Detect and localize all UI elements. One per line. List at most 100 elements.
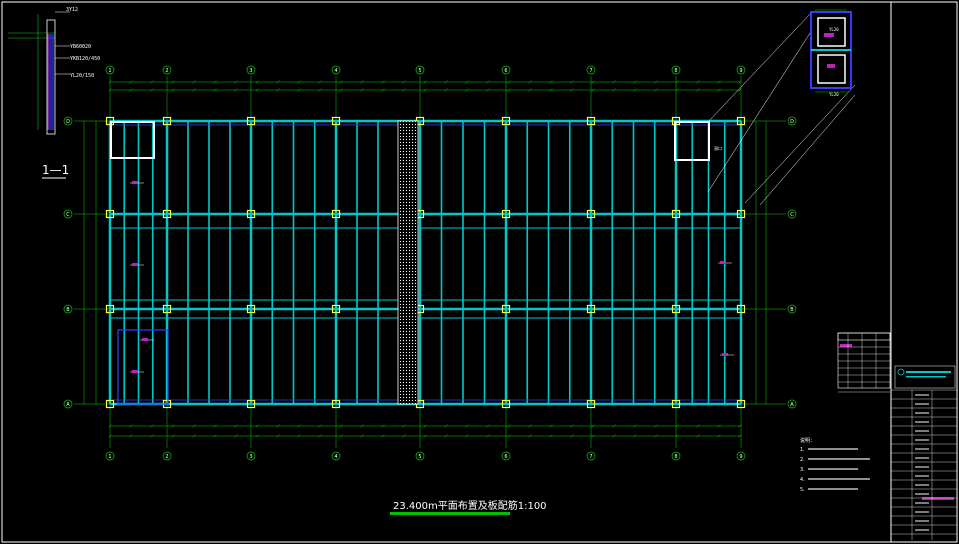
note-5: 5. (800, 487, 805, 493)
column (331, 399, 341, 409)
grid-bubble (415, 65, 425, 75)
column (501, 209, 511, 219)
column (671, 399, 681, 409)
grid-bubble-label: 8 (674, 454, 677, 460)
grid-bubble (63, 304, 73, 314)
column (586, 399, 596, 409)
grid-bubble-label: 2 (165, 454, 168, 460)
grid-bubble (63, 209, 73, 219)
opening-left (110, 121, 155, 159)
column (162, 304, 172, 314)
column (105, 304, 115, 314)
column (331, 116, 341, 126)
detail-leader-3 (759, 94, 856, 206)
notes-block: 说明： 1. 2. 3. 4. 5. (800, 437, 870, 493)
column (736, 209, 746, 219)
column (162, 209, 172, 219)
grid-bubble-label: 4 (334, 68, 337, 74)
grid-bubble-label: 7 (589, 454, 592, 460)
grid-bubble (331, 451, 341, 461)
grid-bubble-label: 3 (249, 68, 252, 74)
grid-bubble-label: 8 (674, 68, 677, 74)
opening-label: 洞口 (714, 145, 722, 151)
column (246, 399, 256, 409)
column (162, 116, 172, 126)
grid-bubble (736, 65, 746, 75)
room-lower-left (117, 329, 169, 405)
column (671, 209, 681, 219)
column (105, 399, 115, 409)
column (501, 116, 511, 126)
note-1: 1. (800, 447, 805, 453)
grid-bubble (787, 304, 797, 314)
hatched-strip (397, 120, 419, 405)
section-text-3: YKB120/450 (70, 56, 100, 62)
dimension-lines (83, 80, 767, 438)
column (246, 304, 256, 314)
notes-heading: 说明： (800, 437, 815, 444)
column (671, 304, 681, 314)
grid-bubble (331, 65, 341, 75)
grid-bubble-label: 6 (504, 454, 507, 460)
grid-bubble (586, 451, 596, 461)
grid-bubble-label: 1 (108, 454, 111, 460)
grid-bubble-label: 3 (249, 454, 252, 460)
grid-bubble-label: C (790, 212, 794, 218)
detail-leader-1 (707, 29, 813, 193)
column (246, 116, 256, 126)
title-underline (390, 512, 510, 515)
grid-bubble-label: 5 (418, 454, 421, 460)
grid-bubble-label: A (790, 402, 794, 408)
column (331, 304, 341, 314)
opening-right (674, 121, 710, 161)
grid-bubble (246, 451, 256, 461)
detail-enlargement: YL20 YL20 (810, 9, 852, 97)
grid-bubble (63, 116, 73, 126)
grid-bubble (162, 65, 172, 75)
beams (108, 119, 743, 406)
column (586, 304, 596, 314)
column (105, 209, 115, 219)
grid-bubble (671, 451, 681, 461)
grid-bubble (501, 451, 511, 461)
detail-leader-4 (707, 11, 813, 123)
grid-bubble (246, 65, 256, 75)
section-detail: 3Y12 YB60020 YKB120/450 YL20/150 1—1 (8, 7, 100, 179)
legend-table (837, 332, 891, 393)
grid-bubble-label: D (790, 119, 794, 125)
grid-bubble-label: 9 (739, 68, 742, 74)
grid-bubble (63, 399, 73, 409)
drawing-title: 23.400m平面布置及板配筋1:100 (393, 499, 547, 512)
grid-bubble-label: 6 (504, 68, 507, 74)
detail-label-2: YL20 (829, 92, 839, 97)
grid-bubble (671, 65, 681, 75)
grid-bubble (415, 451, 425, 461)
column (586, 116, 596, 126)
grid-bubble-label: B (66, 307, 70, 313)
column (501, 399, 511, 409)
column (501, 304, 511, 314)
grid-bubble-label: 5 (418, 68, 421, 74)
slab-outline (109, 120, 742, 405)
grid-bubble (787, 116, 797, 126)
grid-bubble-label: B (790, 307, 794, 313)
note-3: 3. (800, 467, 805, 473)
column (331, 209, 341, 219)
grid-bubble-label: 4 (334, 454, 337, 460)
grid-bubble (787, 399, 797, 409)
detail-label-1: YL20 (829, 27, 839, 32)
grid-bubble (787, 209, 797, 219)
section-label: 1—1 (42, 163, 69, 177)
grid-bubble (162, 451, 172, 461)
leader-marks (130, 181, 734, 373)
section-text-1: 3Y12 (66, 7, 78, 13)
column (246, 209, 256, 219)
column (586, 209, 596, 219)
column (736, 399, 746, 409)
grid-bubble (586, 65, 596, 75)
grid-bubble-label: C (66, 212, 70, 218)
grid-bubble (501, 65, 511, 75)
column (736, 116, 746, 126)
